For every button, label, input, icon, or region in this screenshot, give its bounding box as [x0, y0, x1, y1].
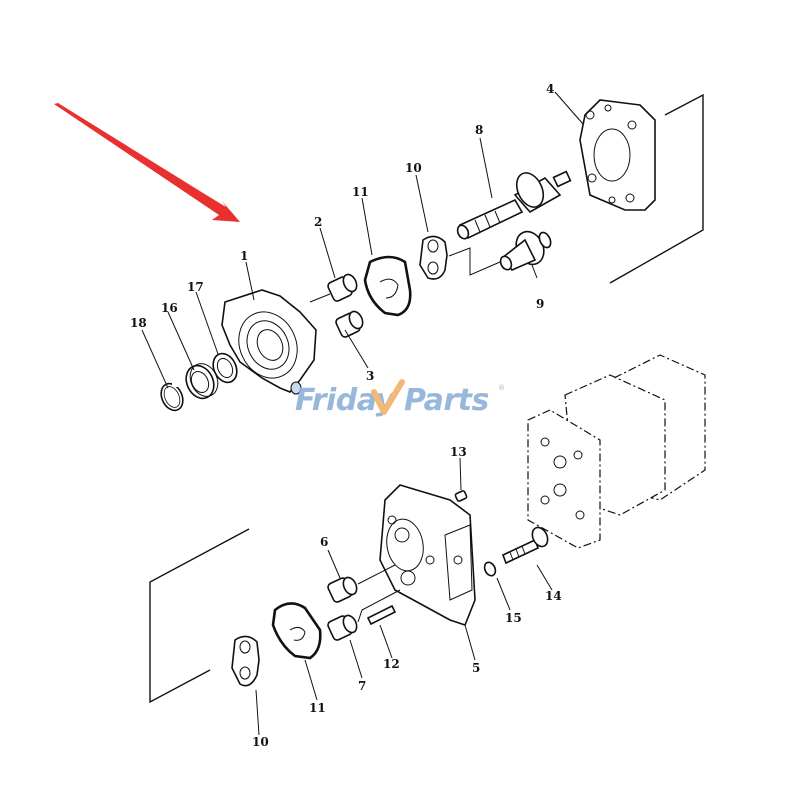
- part-10-plate-upper: [419, 235, 501, 280]
- bracket-upper: [609, 93, 704, 284]
- red-pointer-arrow-icon: [54, 103, 240, 222]
- callout-3: 3: [366, 369, 374, 383]
- callout-18: 18: [130, 316, 147, 330]
- part-4-mounting-flange: [579, 99, 656, 211]
- fridayparts-watermark-logo: Friday Parts ®: [295, 379, 505, 418]
- part-9-driven-gear: [499, 230, 552, 271]
- part-13-dowel-pin: [454, 490, 468, 502]
- part-12-dowel-pin: [366, 604, 397, 626]
- part-15-washer: [483, 561, 497, 577]
- callout-10-upper: 10: [405, 161, 422, 175]
- callout-1: 1: [240, 249, 248, 263]
- checkmark-accent-icon: [371, 379, 405, 415]
- part-1-front-housing: [221, 289, 317, 395]
- part-6-bushing: [327, 564, 396, 603]
- callout-11-lower: 11: [309, 701, 326, 715]
- bracket-lower: [149, 528, 250, 704]
- part-14-bolt: [501, 526, 549, 565]
- watermark-text-right: Parts: [404, 383, 489, 418]
- part-7-bushing: [327, 589, 401, 641]
- part-11-gasket-lower: [271, 602, 322, 660]
- part-2-bushing: [309, 273, 358, 303]
- callout-5: 5: [472, 661, 480, 675]
- part-3-bushing: [335, 310, 364, 338]
- callout-8: 8: [475, 123, 483, 137]
- callout-14: 14: [545, 589, 562, 603]
- part-11-gasket-upper: [363, 255, 412, 317]
- callout-10-lower: 10: [252, 735, 269, 749]
- callout-4: 4: [546, 82, 554, 96]
- callout-6: 6: [320, 535, 328, 549]
- callout-9: 9: [536, 297, 544, 311]
- callout-13: 13: [450, 445, 467, 459]
- callout-17: 17: [187, 280, 204, 294]
- pump-assembly-reference: [527, 354, 706, 549]
- callout-16: 16: [161, 301, 178, 315]
- callout-2: 2: [314, 215, 322, 229]
- part-18-snap-ring: [160, 382, 184, 412]
- callout-12: 12: [383, 657, 400, 671]
- callout-15: 15: [505, 611, 522, 625]
- part-17-seal: [212, 352, 238, 384]
- callout-labels: 1 2 3 4 5 6 7 8 9 10 10 11 11 12 13 14 1…: [130, 82, 562, 749]
- callout-11-upper: 11: [352, 185, 369, 199]
- part-10-plate-lower: [231, 635, 260, 687]
- part-8-drive-shaft: [456, 170, 572, 240]
- registered-mark: ®: [498, 384, 505, 392]
- part-5-pump-body: [379, 484, 476, 626]
- callout-7: 7: [358, 679, 366, 693]
- leader-lines: [141, 91, 584, 736]
